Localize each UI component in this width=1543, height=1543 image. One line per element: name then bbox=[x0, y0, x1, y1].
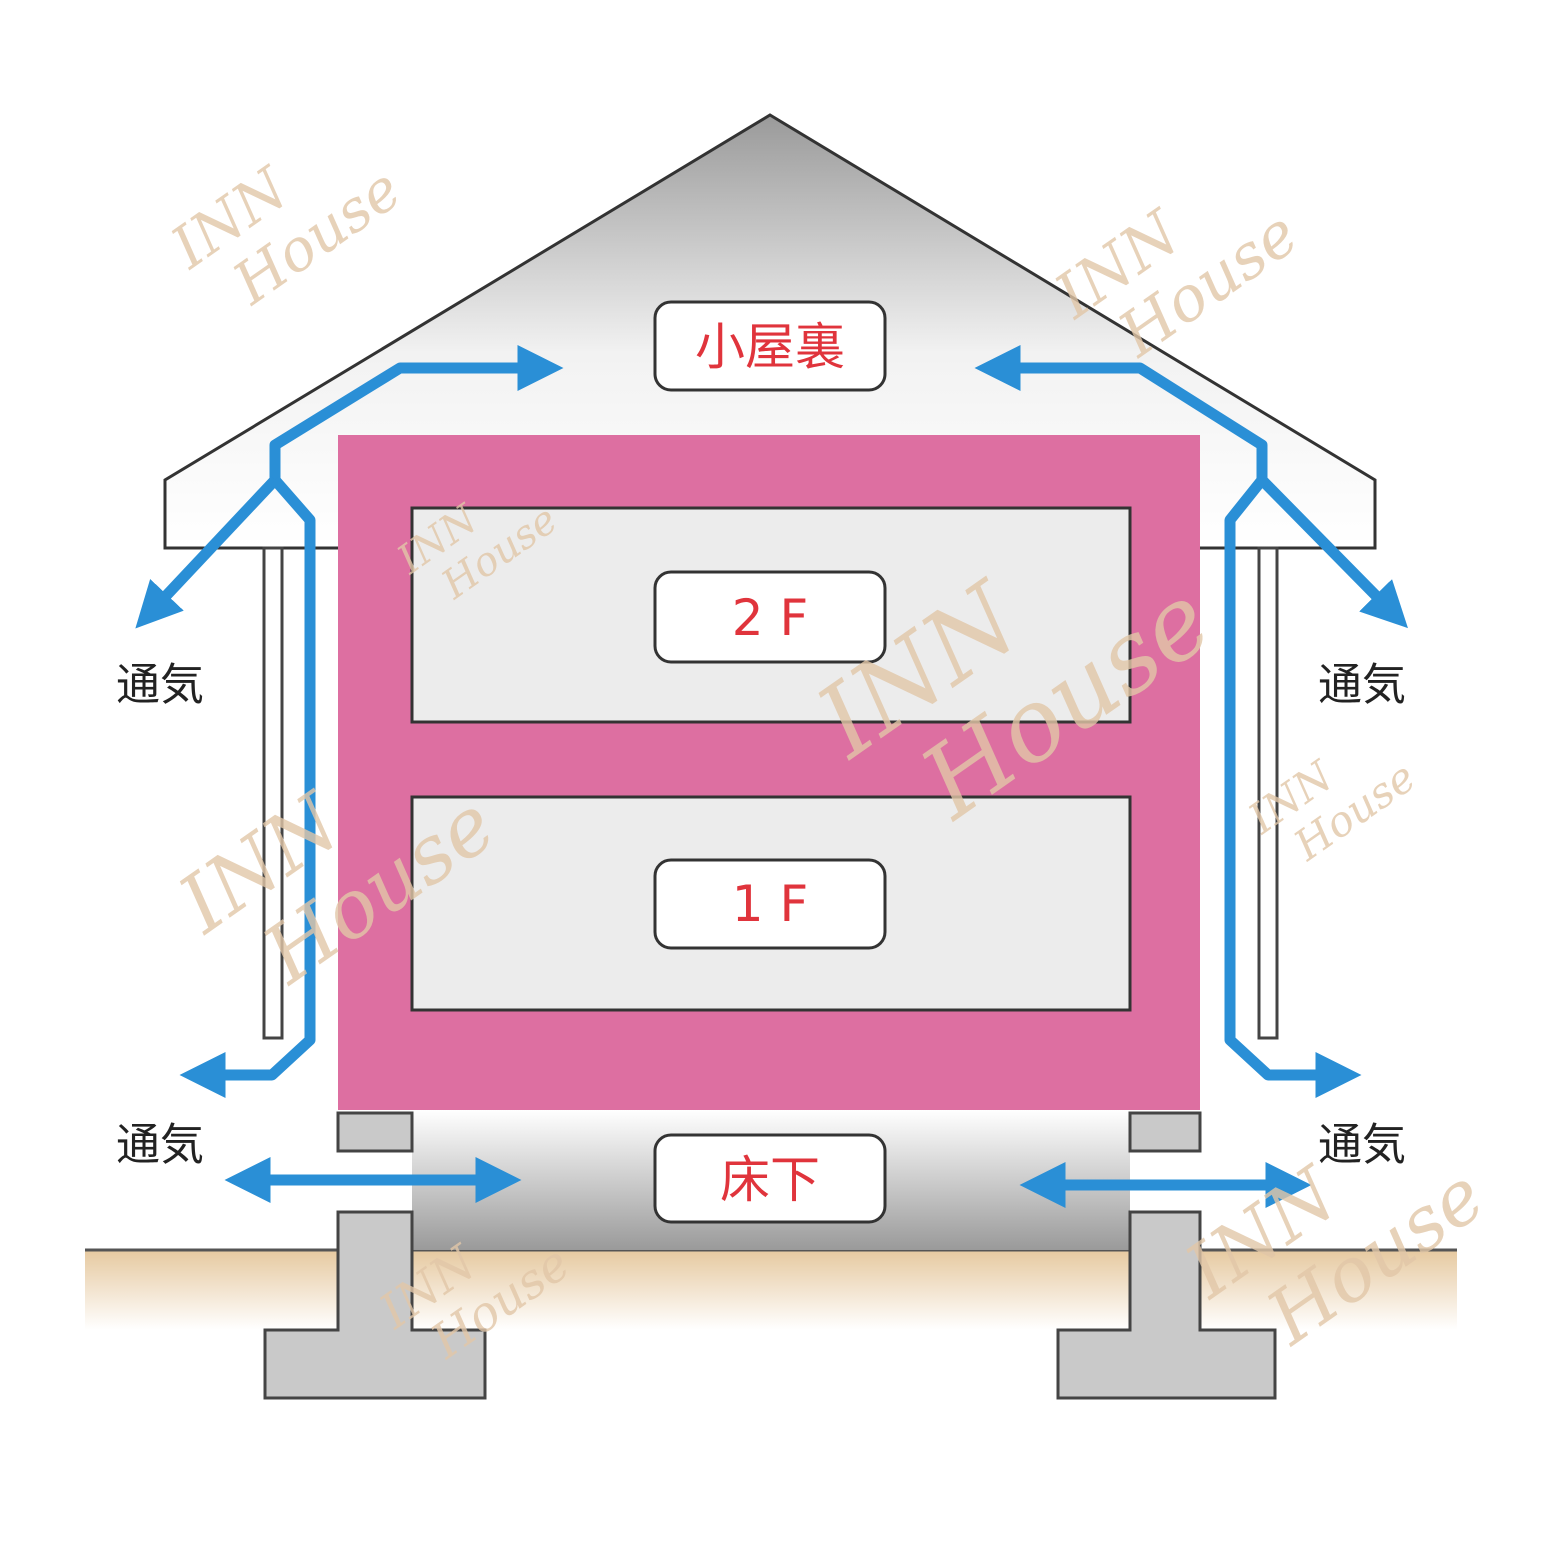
label-1f: 1 F bbox=[653, 858, 887, 950]
vent-label-lower-left: 通気 bbox=[116, 1120, 204, 1171]
label-attic-text: 小屋裏 bbox=[695, 318, 845, 376]
vent-label-upper-right: 通気 bbox=[1318, 660, 1406, 711]
arrow-eave-right bbox=[1258, 476, 1408, 629]
vent-label-upper-left: 通気 bbox=[116, 660, 204, 711]
arrow-wall-right bbox=[1224, 476, 1362, 1099]
label-underfloor-text: 床下 bbox=[720, 1151, 820, 1209]
airflow-arrows bbox=[135, 344, 1408, 1209]
right-wall-board bbox=[1257, 546, 1279, 1040]
watermark: INN House bbox=[158, 153, 413, 318]
arrow-eave-left bbox=[135, 476, 280, 629]
arrow-attic-right bbox=[974, 344, 1268, 480]
label-2f: 2 F bbox=[653, 570, 887, 664]
ground bbox=[85, 1250, 1457, 1330]
label-underfloor: 床下 bbox=[653, 1133, 887, 1224]
right-foundation bbox=[1056, 1111, 1277, 1400]
arrow-wall-left bbox=[179, 476, 316, 1099]
vent-label-lower-right: 通気 bbox=[1318, 1120, 1406, 1171]
label-attic: 小屋裏 bbox=[653, 300, 887, 392]
label-2f-text: 2 F bbox=[732, 589, 808, 647]
arrow-attic-left bbox=[269, 344, 564, 480]
left-foundation bbox=[263, 1111, 487, 1400]
left-wall-board bbox=[262, 546, 284, 1040]
label-1f-text: 1 F bbox=[732, 875, 808, 933]
